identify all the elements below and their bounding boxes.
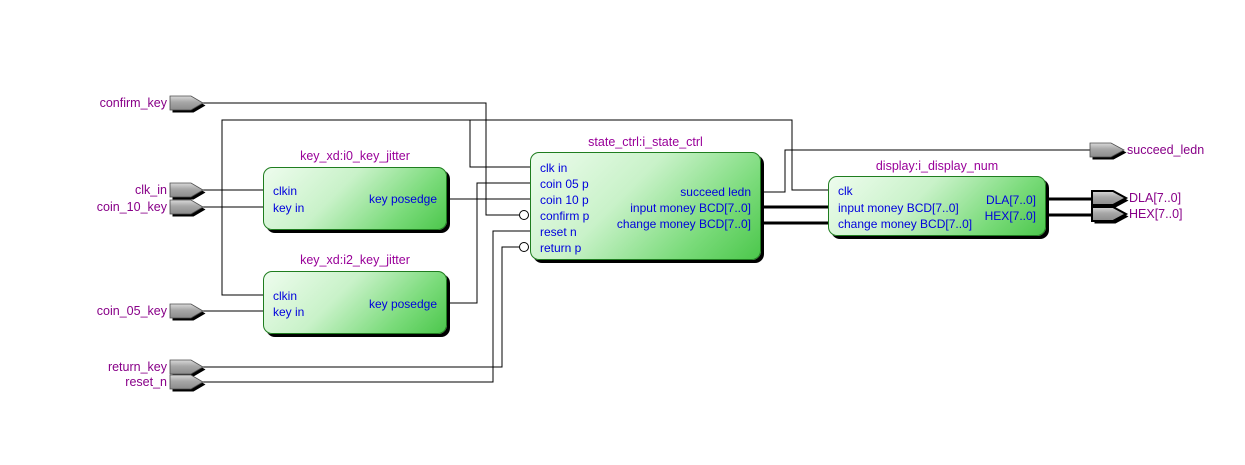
port-display-change-money-bcd: change money BCD[7..0] <box>838 217 973 231</box>
net-return-key[interactable] <box>203 246 519 368</box>
output-pin-label-hex: HEX[7..0] <box>1129 207 1183 221</box>
input-pin-confirm-key-icon[interactable] <box>169 95 206 113</box>
block-title-state-ctrl: state_ctrl:i_state_ctrl <box>588 135 703 149</box>
net-succeed-ledn[interactable] <box>761 149 1090 193</box>
block-title-i0-key-jitter: key_xd:i0_key_jitter <box>300 149 410 163</box>
port-state-ctrl-coin-05-p: coin 05 p <box>540 177 589 191</box>
input-pin-label-return-key: return_key <box>107 360 167 374</box>
input-pin-label-clk-in: clk_in <box>135 183 167 197</box>
input-pin-coin-05-key-icon[interactable] <box>169 303 206 321</box>
port-i0-key-in: key in <box>273 201 305 215</box>
port-display-hex: HEX[7..0] <box>984 209 1036 223</box>
block-title-i2-key-jitter: key_xd:i2_key_jitter <box>300 253 410 267</box>
block-i0-key-jitter[interactable]: clkin key in key posedge <box>263 167 447 230</box>
port-state-ctrl-confirm-p: confirm p <box>540 209 590 223</box>
bubble-confirm-p <box>519 210 529 220</box>
port-state-ctrl-succeed-ledn: succeed ledn <box>680 185 751 199</box>
output-pin-dla-icon[interactable] <box>1091 190 1129 208</box>
port-state-ctrl-change-money-bcd: change money BCD[7..0] <box>616 217 751 231</box>
port-display-input-money-bcd: input money BCD[7..0] <box>838 201 959 215</box>
block-display-num[interactable]: clk input money BCD[7..0] change money B… <box>828 176 1046 236</box>
block-state-ctrl[interactable]: clk in coin 05 p coin 10 p confirm p res… <box>530 152 761 260</box>
output-pin-label-succeed-ledn: succeed_ledn <box>1127 143 1205 157</box>
port-i0-key-posedge: key posedge <box>368 192 437 206</box>
port-i2-clkin: clkin <box>273 289 298 303</box>
input-pin-label-reset-n: reset_n <box>125 375 167 389</box>
input-pin-label-coin-05-key: coin_05_key <box>96 304 167 318</box>
net-i2-key-posedge[interactable] <box>447 182 530 304</box>
input-pin-clk-in-icon[interactable] <box>169 182 206 200</box>
input-pin-reset-n-icon[interactable] <box>169 374 206 392</box>
block-title-display-num: display:i_display_num <box>875 159 999 173</box>
port-state-ctrl-input-money-bcd: input money BCD[7..0] <box>630 201 751 215</box>
port-state-ctrl-clk-in: clk in <box>540 161 568 175</box>
port-state-ctrl-return-p: return p <box>540 241 582 255</box>
net-reset-n[interactable] <box>203 230 530 383</box>
port-i0-clkin: clkin <box>273 184 298 198</box>
input-pin-return-key-icon[interactable] <box>169 359 206 377</box>
port-display-dla: DLA[7..0] <box>985 193 1036 207</box>
port-state-ctrl-coin-10-p: coin 10 p <box>540 193 589 207</box>
input-pin-coin-10-key-icon[interactable] <box>169 199 206 217</box>
input-pin-label-confirm-key: confirm_key <box>99 96 167 110</box>
port-i2-key-in: key in <box>273 305 305 319</box>
output-pin-label-dla: DLA[7..0] <box>1129 191 1182 205</box>
port-display-clk: clk <box>838 184 853 198</box>
block-i2-key-jitter[interactable]: clkin key in key posedge <box>263 271 447 334</box>
net-confirm-key[interactable] <box>203 102 519 216</box>
output-pin-hex-icon[interactable] <box>1091 206 1129 224</box>
port-state-ctrl-reset-n: reset n <box>540 225 577 239</box>
port-i2-key-posedge: key posedge <box>368 297 437 311</box>
net-clk[interactable] <box>203 119 828 296</box>
input-pin-label-coin-10-key: coin_10_key <box>96 200 167 214</box>
bubble-return-p <box>519 242 529 252</box>
output-pin-succeed-ledn-icon[interactable] <box>1089 142 1127 160</box>
